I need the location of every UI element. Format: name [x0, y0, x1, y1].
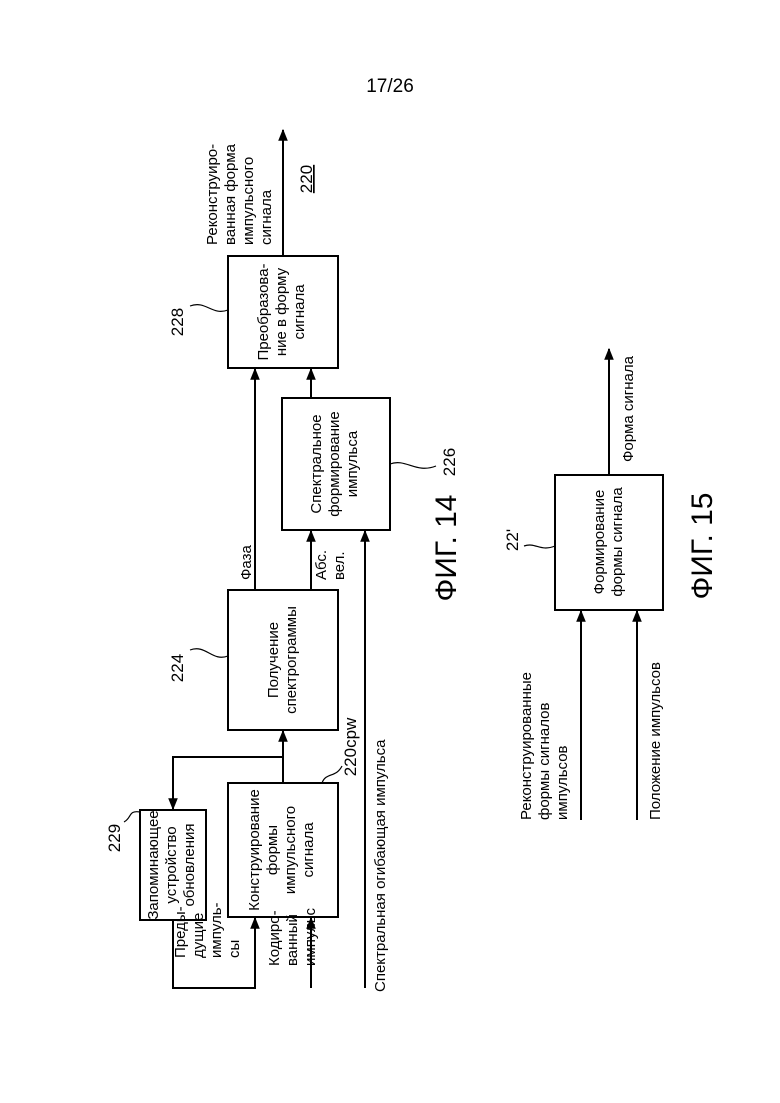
memory-block-text: Запоминающее устройство обновления	[145, 810, 198, 919]
svg-text:Спектральная огибающая импульс: Спектральная огибающая импульса	[372, 739, 389, 992]
svg-text:Абс.: Абс.	[313, 550, 330, 580]
ref-228-leader	[190, 305, 228, 312]
system-ref-220: 220	[297, 165, 316, 193]
reconstructed-forms-label: Реконструированные формы сигналов импуль…	[518, 672, 571, 820]
fig15-caption: ФИГ. 15	[686, 493, 719, 600]
ref-226-leader	[390, 463, 436, 469]
svg-text:сы: сы	[226, 940, 243, 958]
ref-228: 228	[168, 308, 187, 336]
phase-label: Фаза	[238, 545, 255, 580]
svg-text:формирование: формирование	[326, 411, 343, 517]
svg-text:Получение: Получение	[265, 622, 282, 698]
svg-text:сигнала: сигнала	[258, 189, 275, 245]
svg-text:сигнала: сигнала	[300, 822, 317, 878]
ref-220cpw: 220cpw	[341, 717, 360, 776]
output-label: Реконструиро- ванная форма импульсного с…	[204, 143, 275, 245]
svg-text:Кодиро-: Кодиро-	[266, 910, 283, 966]
waveform-shaping-block-text: Формирование формы сигнала	[591, 487, 626, 597]
svg-text:Положение импульсов: Положение импульсов	[647, 662, 664, 820]
svg-text:Реконструированные: Реконструированные	[518, 672, 535, 820]
svg-text:ванная форма: ванная форма	[222, 143, 239, 245]
svg-text:импуль-: импуль-	[208, 902, 225, 958]
fig14-caption: ФИГ. 14	[430, 495, 463, 602]
svg-text:Спектральное: Спектральное	[308, 414, 325, 513]
svg-text:Конструирование: Конструирование	[246, 789, 263, 911]
ref-22-prime-leader	[524, 545, 555, 548]
coded-pulse-label: Кодиро- ванный импульс	[266, 907, 319, 966]
svg-text:формы: формы	[264, 825, 281, 875]
abs-value-label: Абс. вел.	[313, 550, 348, 580]
svg-text:Преобразова-: Преобразова-	[255, 263, 272, 360]
svg-text:обновления: обновления	[181, 823, 198, 906]
svg-text:Форма сигнала: Форма сигнала	[620, 355, 637, 462]
svg-text:Фаза: Фаза	[238, 545, 255, 580]
svg-text:Формирование: Формирование	[591, 490, 608, 595]
svg-text:ние в форму: ние в форму	[273, 267, 290, 356]
ref-220cpw-leader	[322, 766, 342, 783]
svg-text:импульсов: импульсов	[554, 745, 571, 820]
svg-text:сигнала: сигнала	[291, 284, 308, 340]
ref-22-prime: 22'	[503, 529, 522, 551]
svg-text:импульс: импульс	[302, 907, 319, 966]
ref-224-leader	[190, 649, 228, 657]
svg-text:спектрограммы: спектрограммы	[283, 606, 300, 714]
ref-224: 224	[168, 654, 187, 682]
figure-14: 220 Запоминающее устройство обновления К…	[105, 130, 463, 992]
svg-text:устройство: устройство	[163, 826, 180, 903]
figure-15: Формирование формы сигнала 22' Реконстру…	[503, 349, 719, 820]
svg-text:импульсного: импульсного	[282, 806, 299, 894]
svg-text:Запоминающее: Запоминающее	[145, 810, 162, 919]
ref-229: 229	[105, 824, 124, 852]
svg-text:Реконструиро-: Реконструиро-	[204, 144, 221, 245]
svg-text:вел.: вел.	[331, 551, 348, 580]
waveform-output-label: Форма сигнала	[620, 355, 637, 462]
svg-text:Преды-: Преды-	[172, 906, 189, 958]
pulse-positions-label: Положение импульсов	[647, 662, 664, 820]
page-number: 17/26	[366, 76, 414, 97]
svg-text:ванный: ванный	[284, 914, 301, 966]
svg-text:импульса: импульса	[344, 430, 361, 497]
spectral-envelope-label: Спектральная огибающая импульса	[372, 739, 389, 992]
ref-226: 226	[440, 448, 459, 476]
svg-text:импульсного: импульсного	[240, 157, 257, 245]
svg-text:формы сигнала: формы сигнала	[609, 487, 626, 597]
svg-text:дущие: дущие	[190, 913, 207, 958]
ref-229-leader	[124, 812, 140, 822]
svg-text:формы сигналов: формы сигналов	[536, 702, 553, 820]
spectrogram-block-text: Получение спектрограммы	[265, 606, 300, 714]
